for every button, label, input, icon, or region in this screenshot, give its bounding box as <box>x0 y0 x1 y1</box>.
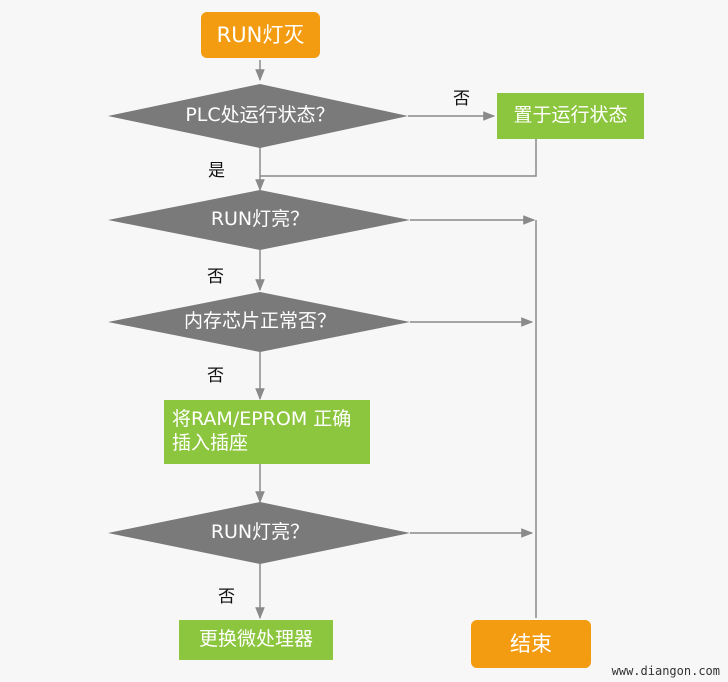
edge-label-d1-yes: 是 <box>208 161 225 181</box>
start-label: RUN灯灭 <box>216 22 305 47</box>
set-run-label: 置于运行状态 <box>513 104 628 127</box>
d3-label: 内存芯片正常否？ <box>183 310 336 333</box>
end-box <box>471 620 591 668</box>
decision-d4 <box>108 502 410 564</box>
edge-label-d1-no: 否 <box>453 89 470 109</box>
edge-label-d4-no: 否 <box>218 587 235 607</box>
d1-label: PLC处运行状态？ <box>185 104 335 127</box>
insert-box <box>164 400 370 464</box>
decision-d3 <box>108 292 410 352</box>
insert-label: 将RAM/EPROM 正确插入插座 <box>172 408 352 454</box>
edge-label-d3-no: 否 <box>207 366 224 386</box>
replace-label: 更换微处理器 <box>198 628 313 651</box>
watermark: www.diangon.com <box>611 664 720 678</box>
decision-d2 <box>108 190 410 250</box>
d4-label: RUN灯亮？ <box>210 521 310 544</box>
edge-label-d2-no: 否 <box>207 267 224 287</box>
end-label: 结束 <box>510 631 552 656</box>
replace-box <box>179 620 333 660</box>
d2-label: RUN灯亮？ <box>210 208 310 231</box>
set-run-box <box>497 93 644 139</box>
decision-d1 <box>108 84 408 148</box>
start-box <box>201 12 320 58</box>
edge-setrun-back <box>260 139 537 177</box>
